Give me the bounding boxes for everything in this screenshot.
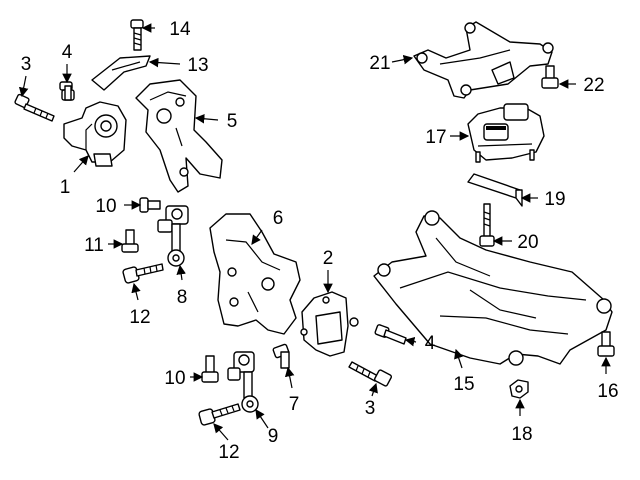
callout-1: 1 — [60, 177, 71, 198]
callout-8: 8 — [177, 287, 188, 308]
callout-22: 22 — [583, 75, 604, 96]
callout-4-lower: 4 — [425, 333, 436, 354]
heat-shield-part-13 — [91, 55, 151, 91]
mount-part-17 — [467, 103, 545, 163]
bolt-part-16 — [597, 331, 615, 357]
leader-3-lower — [368, 382, 378, 397]
callout-17: 17 — [425, 127, 446, 148]
bolt-part-4-upper — [59, 81, 75, 101]
callout-9: 9 — [268, 426, 279, 447]
callout-19: 19 — [544, 189, 565, 210]
callout-18: 18 — [511, 424, 532, 445]
subframe-part-15 — [373, 210, 613, 366]
callout-7: 7 — [289, 394, 300, 415]
bolt-part-12-lower — [198, 403, 241, 426]
callout-12-lower: 12 — [218, 442, 239, 463]
transmission-bracket-part-6 — [209, 213, 301, 335]
strap-part-19 — [467, 173, 523, 207]
bolt-part-7 — [272, 343, 290, 369]
bolt-part-4-lower — [374, 324, 407, 345]
callout-14: 14 — [169, 19, 191, 40]
engine-mount-part-1 — [63, 101, 127, 167]
bolt-part-10-lower — [201, 355, 219, 383]
callout-13: 13 — [187, 55, 208, 76]
leader-21 — [391, 54, 414, 65]
mount-bracket-part-21 — [413, 21, 554, 99]
leader-12-upper — [131, 282, 141, 301]
long-bolt-part-3-lower — [348, 361, 392, 387]
bolt-part-14 — [130, 19, 144, 51]
long-bolt-part-20 — [479, 203, 495, 247]
callout-16: 16 — [597, 381, 618, 402]
bolt-part-22 — [541, 65, 559, 89]
leader-4-lower — [404, 336, 417, 347]
leader-6 — [251, 229, 263, 245]
bolt-part-11 — [121, 229, 139, 253]
nut-part-18 — [509, 379, 529, 399]
link-rod-part-8 — [157, 205, 189, 267]
mount-part-2 — [300, 291, 359, 357]
callout-6: 6 — [273, 208, 284, 229]
leader-5 — [194, 113, 219, 124]
leader-15 — [454, 348, 464, 369]
callout-2: 2 — [323, 248, 334, 269]
callout-labels: 1 2 3 3 4 4 5 6 7 8 9 10 10 11 12 12 13 … — [21, 19, 619, 463]
callout-5: 5 — [227, 111, 238, 132]
callout-3-lower: 3 — [365, 398, 376, 419]
leader-13 — [148, 57, 181, 68]
leader-12-lower — [213, 423, 229, 441]
leader-7 — [284, 366, 295, 389]
callout-3-upper: 3 — [21, 54, 32, 75]
leader-9 — [255, 409, 269, 429]
bracket-part-5 — [135, 79, 223, 193]
bolt-part-12-upper — [122, 263, 164, 284]
callout-10-upper: 10 — [95, 196, 116, 217]
callout-20: 20 — [517, 232, 538, 253]
link-rod-part-9 — [227, 351, 259, 413]
leader-1 — [73, 155, 89, 173]
callout-21: 21 — [369, 53, 390, 74]
callout-10-lower: 10 — [164, 368, 185, 389]
leader-lines — [18, 23, 611, 441]
leader-8 — [176, 264, 186, 281]
leader-3-upper — [18, 75, 29, 98]
bolt-part-10-upper — [139, 197, 161, 213]
callout-15: 15 — [453, 374, 474, 395]
callout-12-upper: 12 — [129, 307, 150, 328]
callout-11: 11 — [84, 235, 104, 256]
long-bolt-part-3-upper — [14, 93, 55, 122]
callout-4-upper: 4 — [62, 42, 73, 63]
